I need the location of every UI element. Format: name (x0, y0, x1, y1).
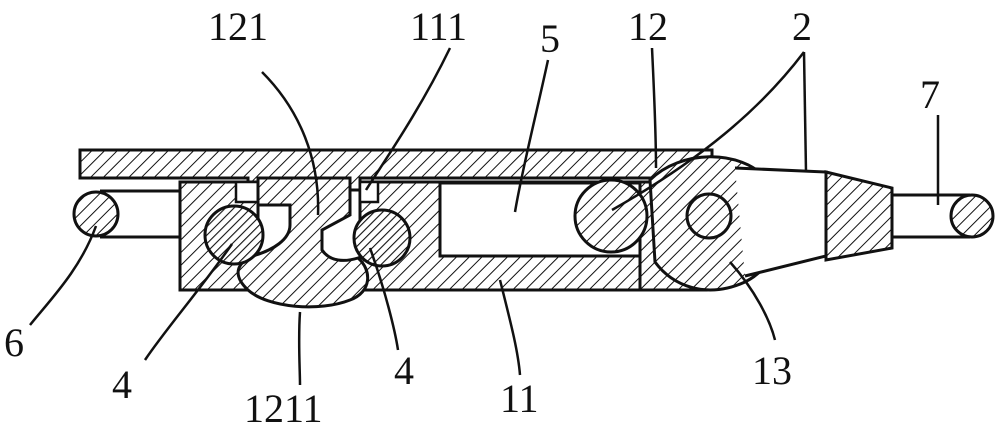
pin-left (575, 180, 647, 252)
left-housing-slot (236, 182, 258, 202)
ball-4-left (205, 206, 263, 264)
label-7: 7 (920, 72, 940, 117)
label-2: 2 (792, 4, 812, 49)
right-rod-7 (892, 195, 993, 237)
label-121: 121 (208, 4, 268, 49)
label-6: 6 (4, 320, 24, 365)
connector-2-end (826, 172, 892, 260)
label-13: 13 (752, 348, 792, 393)
connector-2 (735, 168, 826, 276)
label-12: 12 (628, 4, 668, 49)
pin-right (687, 194, 731, 238)
label-4-right: 4 (394, 348, 414, 393)
left-rod-6 (74, 191, 180, 237)
label-4-left: 4 (112, 362, 132, 407)
label-11: 11 (500, 376, 539, 421)
ball-4-right (354, 210, 410, 266)
label-1211: 1211 (244, 386, 323, 431)
label-111: 111 (410, 4, 467, 49)
label-5: 5 (540, 16, 560, 61)
